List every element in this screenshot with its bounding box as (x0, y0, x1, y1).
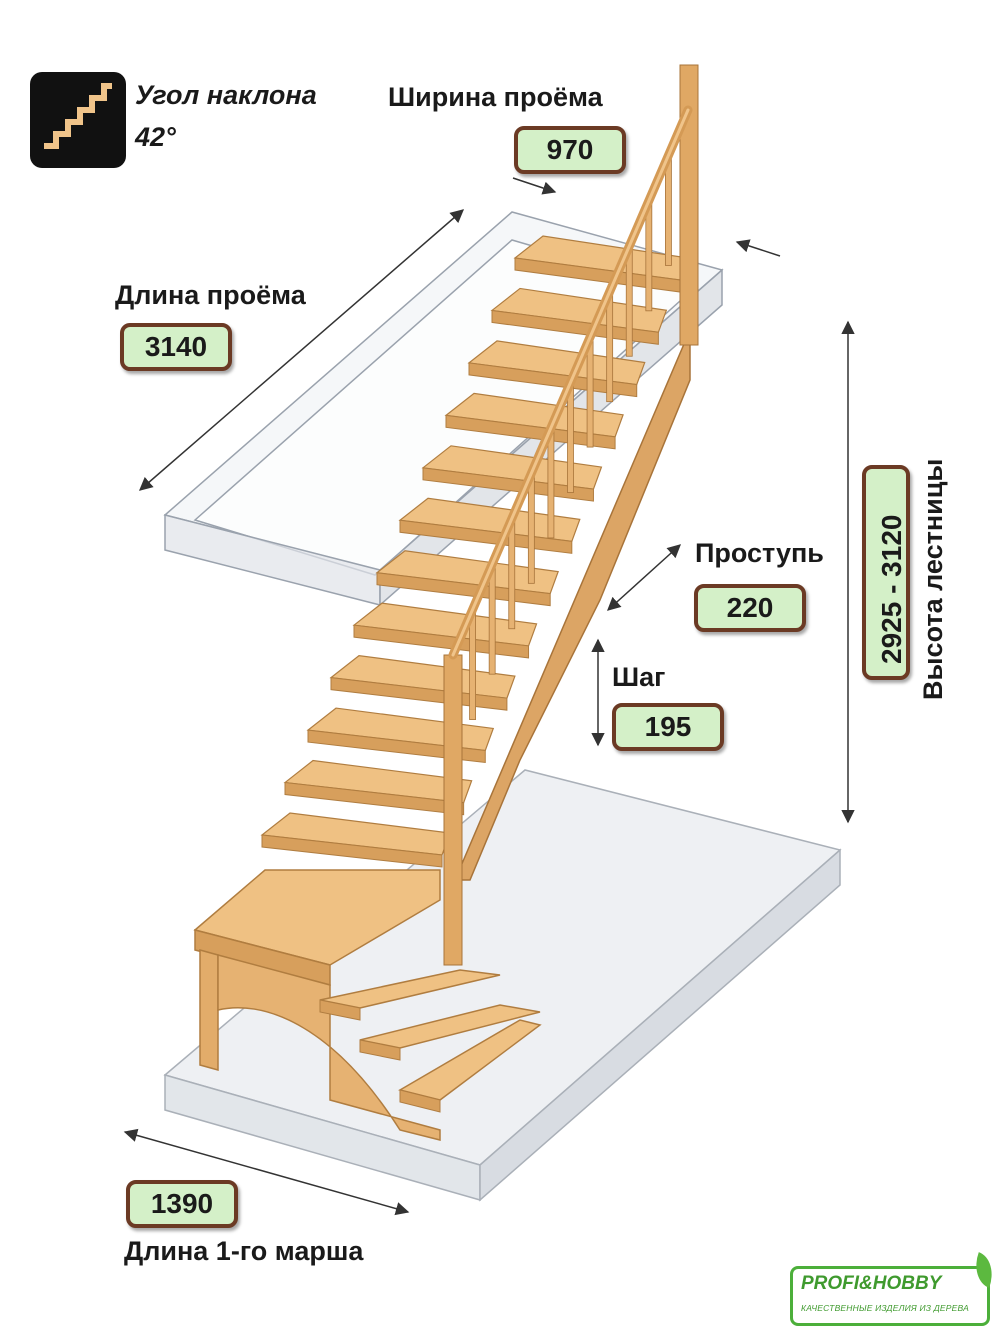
winder-landing (193, 869, 441, 1141)
baluster (625, 245, 633, 357)
baluster (665, 155, 672, 266)
baluster (586, 336, 594, 448)
stairs-icon (30, 72, 126, 168)
height-value-box: 2925 - 3120 (862, 465, 910, 680)
baluster (508, 518, 516, 630)
bottom-newel-post (443, 654, 463, 966)
step-label: Шаг (612, 662, 666, 692)
tread-edge (261, 834, 443, 868)
tread-dim (606, 544, 682, 611)
step-value: 195 (612, 703, 724, 751)
tread-label: Проступь (695, 538, 824, 568)
opening-width-dim (512, 177, 557, 195)
first-flight-dim (123, 1128, 410, 1216)
tread-edge (491, 309, 659, 345)
opening-length-dim (138, 209, 465, 491)
height-label: Высота лестницы (918, 458, 948, 700)
height-value: 2925 - 3120 (876, 514, 907, 664)
logo-tagline: КАЧЕСТВЕННЫЕ ИЗДЕЛИЯ ИЗ ДЕРЕВА (801, 1303, 969, 1313)
baluster (567, 382, 574, 493)
tread-value: 220 (694, 584, 806, 632)
baluster (606, 291, 614, 403)
tread-edge (284, 781, 465, 816)
opening-width-label: Ширина проёма (388, 82, 603, 112)
logo-brand: PROFI&HOBBY (801, 1273, 942, 1294)
opening-length-value: 3140 (120, 323, 232, 371)
angle-label: Угол наклона (135, 80, 317, 110)
tread-edge (307, 729, 486, 764)
baluster (527, 472, 535, 584)
opening-length-label: Длина проёма (115, 280, 306, 310)
baluster (547, 427, 555, 539)
opening-width-value: 970 (514, 126, 626, 174)
baluster (645, 200, 653, 312)
first-flight-value: 1390 (126, 1180, 238, 1228)
brand-logo: PROFI&HOBBY КАЧЕСТВЕННЫЕ ИЗДЕЛИЯ ИЗ ДЕРЕ… (790, 1252, 1000, 1326)
top-newel-post (679, 64, 699, 346)
balusters (469, 155, 672, 720)
baluster (469, 609, 476, 720)
first-flight-label: Длина 1-го марша (124, 1236, 364, 1266)
baluster (488, 563, 496, 675)
tread-edge (468, 362, 638, 398)
lower-treads (319, 969, 542, 1113)
angle-value: 42° (135, 122, 176, 152)
